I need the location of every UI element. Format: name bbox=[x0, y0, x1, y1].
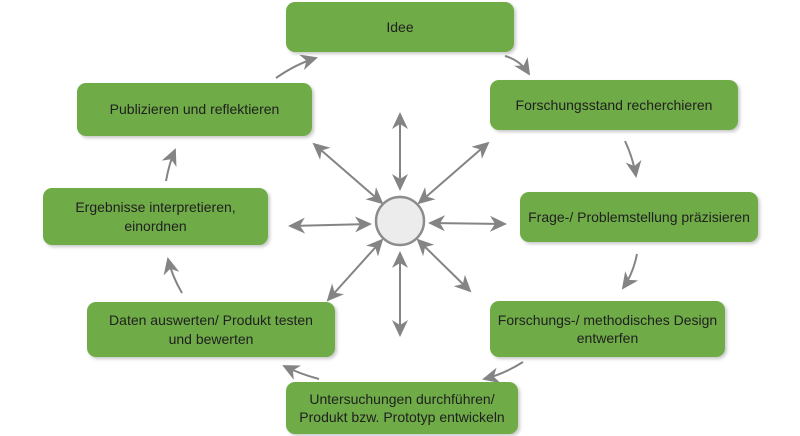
node-frage-label: Frage-/ Problemstellung präzisieren bbox=[528, 208, 750, 225]
arrow-design-to-untersuchungen bbox=[482, 361, 524, 384]
node-forschungsstand-label: Forschungsstand recherchieren bbox=[515, 96, 713, 113]
node-ergebnisse-label: Ergebnisse interpretieren, einordnen bbox=[75, 199, 236, 234]
arrow-center-forschungsstand bbox=[417, 141, 490, 205]
arrow-center-design bbox=[416, 238, 472, 293]
node-forschungsstand: Forschungsstand recherchieren bbox=[490, 80, 738, 130]
arrow-center-ergebnisse bbox=[288, 216, 372, 234]
node-publizieren-label: Publizieren und reflektieren bbox=[109, 101, 280, 118]
node-untersuchungen: Untersuchungen durchführen/ Produkt bzw.… bbox=[286, 382, 518, 434]
arrow-center-daten bbox=[326, 238, 384, 302]
node-idee: Idee bbox=[286, 2, 514, 52]
arrow-daten-to-ergebnisse bbox=[163, 257, 183, 294]
node-idee-label: Idee bbox=[386, 18, 414, 35]
node-frage: Frage-/ Problemstellung präzisieren bbox=[520, 192, 758, 242]
arrow-publizieren-to-idee bbox=[275, 54, 318, 79]
node-publizieren: Publizieren und reflektieren bbox=[77, 83, 312, 136]
arrow-center-frage bbox=[428, 215, 507, 232]
arrow-idee-to-forschungsstand bbox=[504, 55, 531, 76]
arrow-frage-to-design bbox=[621, 253, 639, 290]
node-daten: Daten auswerten/ Produkt testen und bewe… bbox=[87, 302, 335, 357]
node-design-label: Forschungs-/ methodisches Design entwerf… bbox=[497, 311, 718, 346]
node-ergebnisse: Ergebnisse interpretieren, einordnen bbox=[43, 188, 268, 245]
arrow-untersuchungen-to-daten bbox=[282, 365, 320, 380]
center-circle bbox=[374, 195, 426, 247]
node-daten-label: Daten auswerten/ Produkt testen und bewe… bbox=[109, 312, 313, 347]
node-untersuchungen-label: Untersuchungen durchführen/ Produkt bzw.… bbox=[299, 390, 505, 425]
arrow-forschungsstand-to-frage bbox=[624, 140, 642, 178]
arrow-center-publizieren bbox=[312, 142, 384, 205]
node-design: Forschungs-/ methodisches Design entwerf… bbox=[490, 301, 725, 357]
arrow-ergebnisse-to-publizieren bbox=[161, 148, 177, 182]
